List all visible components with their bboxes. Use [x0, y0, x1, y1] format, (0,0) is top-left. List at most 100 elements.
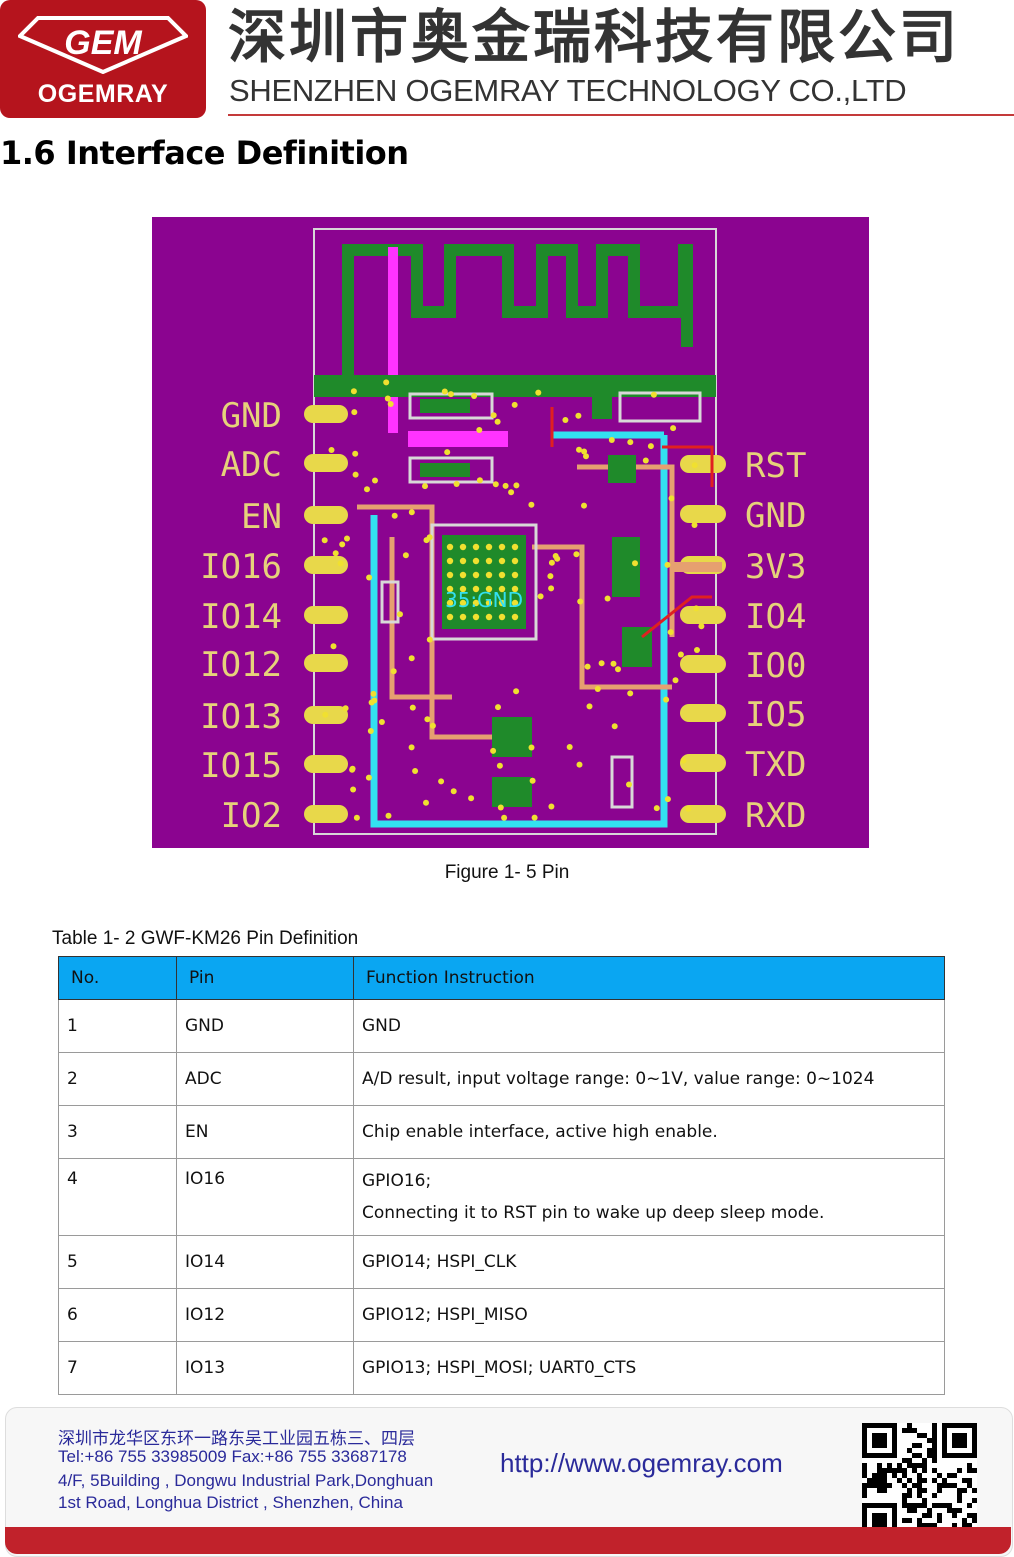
via-dot — [366, 574, 373, 581]
table-header-row: No. Pin Function Instruction — [58, 956, 945, 1000]
via-dot — [444, 449, 451, 456]
via-dot — [498, 613, 506, 621]
cell-no: 2 — [58, 1052, 177, 1106]
via-dot — [468, 795, 475, 802]
cell-pin: IO13 — [176, 1341, 354, 1395]
via-dot — [581, 502, 587, 509]
pin-label-io4: IO4 — [745, 597, 806, 637]
pin-label-io5: IO5 — [745, 695, 806, 735]
via-dot — [508, 489, 515, 496]
via-dot — [485, 543, 493, 551]
via-dot — [364, 486, 370, 493]
via-dot — [566, 744, 573, 750]
via-dot — [531, 814, 538, 821]
cell-pin: GND — [176, 999, 354, 1053]
table-row: 3 EN Chip enable interface, active high … — [58, 1105, 945, 1159]
company-name-en: SHENZHEN OGEMRAY TECHNOLOGY CO.,LTD — [229, 73, 907, 108]
via-dot — [459, 599, 467, 607]
via-dot — [642, 457, 649, 464]
via-dot — [495, 704, 501, 711]
pin-label-io15: IO15 — [200, 746, 282, 786]
via-dot — [494, 418, 501, 425]
footer-address-en-2: 1st Road, Longhua District , Shenzhen, C… — [58, 1493, 403, 1512]
via-dot — [586, 703, 593, 710]
cell-no: 3 — [58, 1105, 177, 1159]
via-dot — [446, 599, 454, 607]
via-dot — [698, 623, 705, 630]
via-dot — [529, 777, 536, 784]
pin-label-gnd: GND — [745, 496, 806, 536]
via-dot — [476, 477, 483, 484]
via-dot — [498, 599, 506, 607]
via-dot — [352, 471, 359, 478]
via-dot — [490, 412, 497, 419]
cell-function: GPIO13; HSPI_MOSI; UART0_CTS — [353, 1341, 945, 1395]
via-dot — [548, 585, 555, 592]
via-dot — [576, 761, 583, 768]
via-dot — [535, 389, 542, 396]
via-dot — [371, 697, 378, 704]
via-dot — [384, 395, 391, 402]
qr-code-icon — [862, 1423, 977, 1538]
via-dot — [459, 585, 467, 593]
function-line: GPIO16; — [362, 1171, 432, 1191]
via-dot — [328, 447, 335, 453]
cell-function: GPIO16; Connecting it to RST pin to wake… — [353, 1158, 945, 1236]
via-dot — [429, 722, 436, 729]
via-dot — [339, 541, 346, 548]
via-field — [321, 379, 705, 821]
via-dot — [446, 613, 454, 621]
via-dot — [438, 778, 445, 785]
pin-pad — [680, 606, 726, 624]
function-line: Connecting it to RST pin to wake up deep… — [362, 1203, 825, 1223]
footer-website-link[interactable]: http://www.ogemray.com — [500, 1448, 783, 1478]
via-dot — [459, 613, 467, 621]
table-row: 7 IO13 GPIO13; HSPI_MOSI; UART0_CTS — [58, 1341, 945, 1395]
via-dot — [471, 393, 478, 399]
via-dot — [583, 453, 589, 460]
pin-pad — [680, 704, 726, 722]
via-dot — [447, 391, 454, 398]
pin-label-gnd: GND — [221, 396, 282, 436]
via-dot — [685, 805, 692, 812]
via-dot — [528, 501, 535, 508]
company-logo: GEM OGEMRAY — [0, 0, 206, 118]
footer-tel-fax: Tel:+86 755 33985009 Fax:+86 755 3368717… — [58, 1447, 407, 1466]
svg-text:GEM: GEM — [64, 24, 142, 62]
via-dot — [498, 571, 506, 579]
right-pad-column — [680, 455, 726, 823]
pin-definition-table: No. Pin Function Instruction 1 GND GND 2… — [58, 956, 945, 1395]
via-dot — [498, 543, 506, 551]
via-dot — [667, 629, 674, 636]
via-dot — [446, 557, 454, 565]
pin-pad — [304, 405, 348, 423]
via-dot — [441, 388, 448, 395]
via-dot — [691, 522, 698, 528]
via-dot — [511, 401, 518, 408]
via-dot — [677, 651, 684, 658]
via-dot — [372, 477, 378, 484]
via-dot — [615, 666, 621, 673]
pin-label-io16: IO16 — [200, 547, 282, 587]
pin-label-txd: TXD — [745, 745, 806, 785]
via-dot — [472, 613, 480, 621]
table-row: 2 ADC A/D result, input voltage range: 0… — [58, 1052, 945, 1106]
pin-pad — [680, 505, 726, 523]
via-dot — [547, 573, 554, 580]
via-dot — [391, 512, 398, 519]
via-dot — [490, 747, 497, 754]
via-dot — [511, 557, 519, 565]
via-dot — [548, 559, 555, 566]
pin-label-rst: RST — [745, 446, 806, 486]
footer-address-cn: 深圳市龙华区东环一路东吴工业园五栋三、四层 — [58, 1429, 415, 1448]
via-dot — [472, 557, 480, 565]
via-dot — [511, 543, 519, 551]
table-row: 4 IO16 GPIO16; Connecting it to RST pin … — [58, 1158, 945, 1236]
pin-label-3v3: 3V3 — [745, 547, 806, 587]
cell-function: GND — [353, 999, 945, 1053]
cell-function: GPIO14; HSPI_CLK — [353, 1235, 945, 1289]
via-dot — [511, 571, 519, 579]
cell-no: 5 — [58, 1235, 177, 1289]
